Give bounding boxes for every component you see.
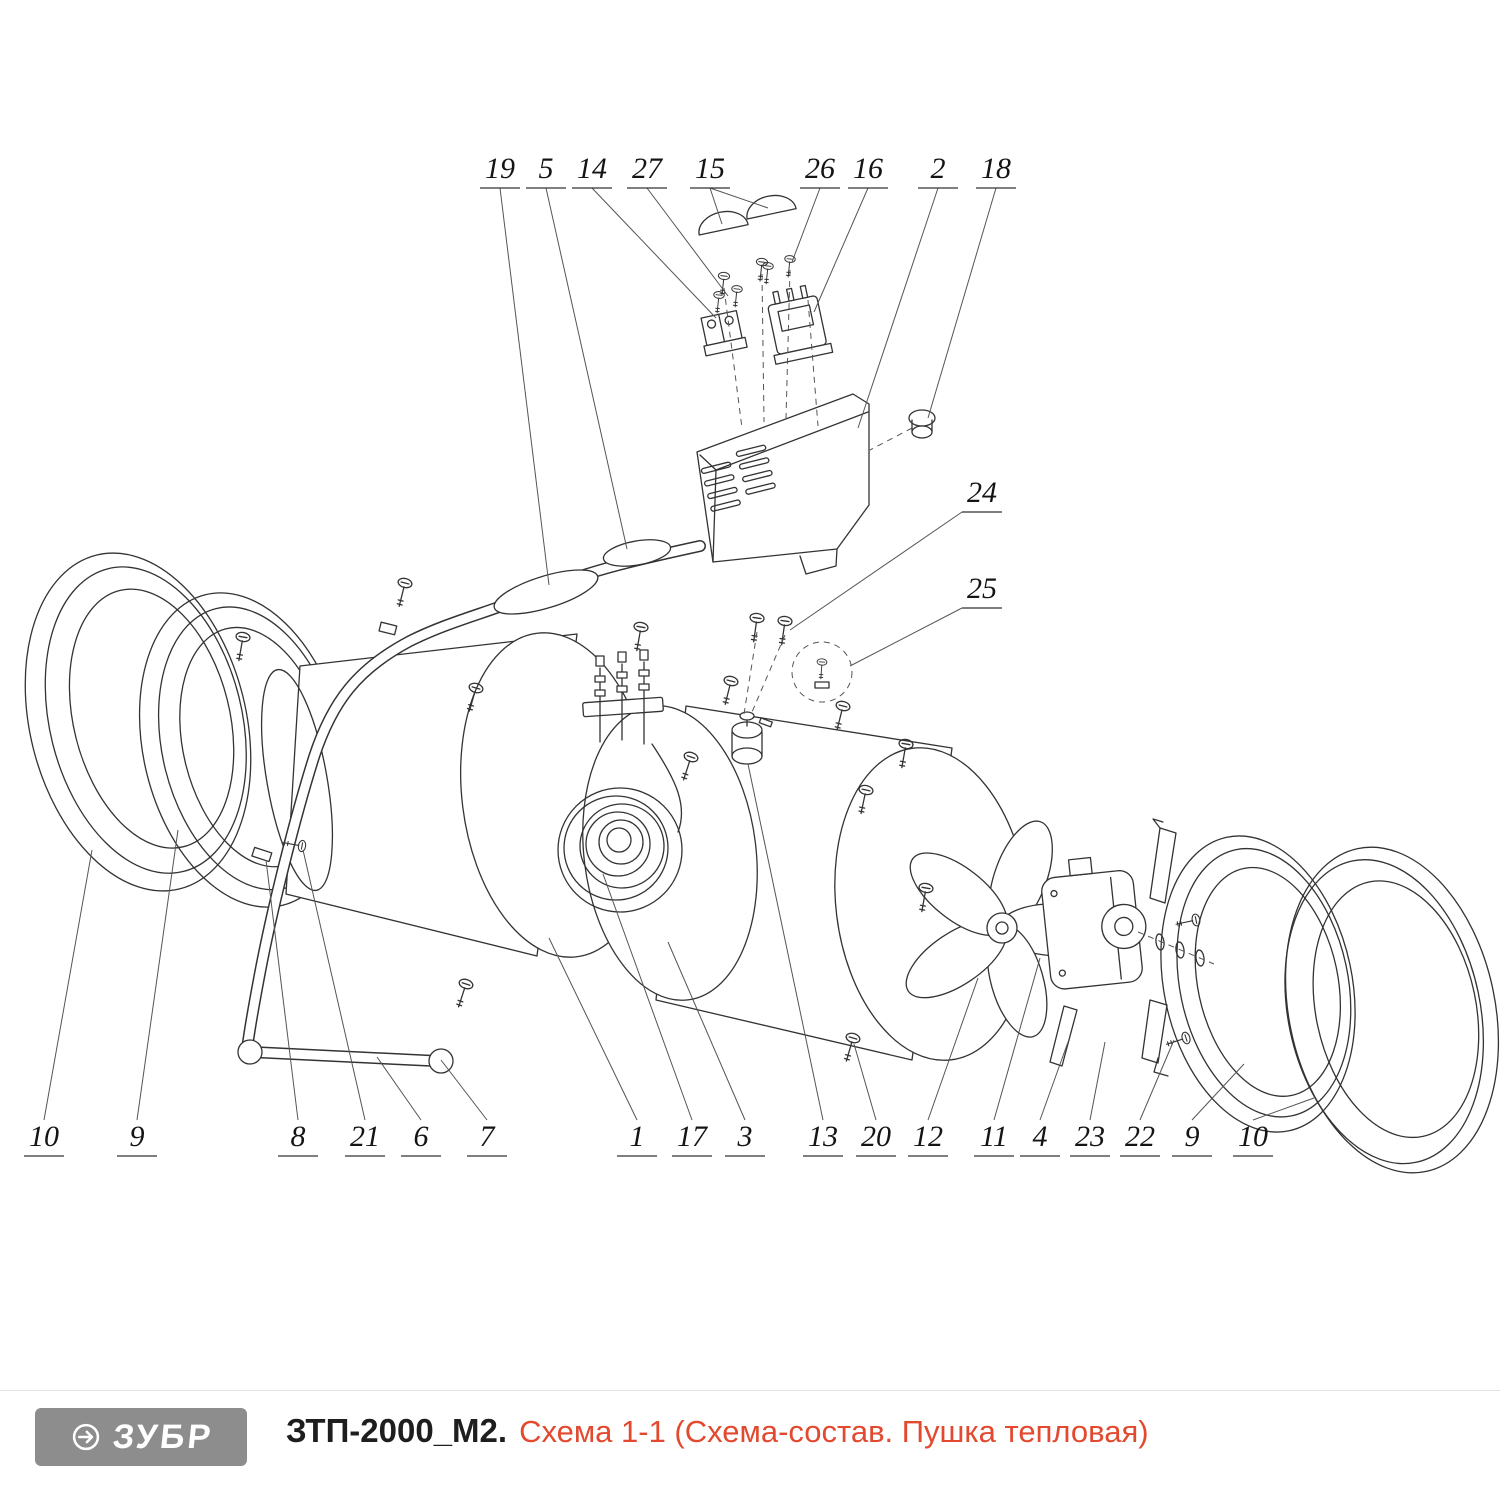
scheme-subtitle: Схема 1-1 (Схема-состав. Пушка тепловая): [519, 1414, 1149, 1449]
part-number-label: 18: [981, 152, 1011, 185]
part-number-label: 14: [577, 152, 607, 185]
part-number-label: 10: [29, 1120, 59, 1153]
footer-divider: [0, 1390, 1500, 1391]
part-number-label: 9: [1185, 1120, 1200, 1153]
zubr-logo: ЗУБР: [35, 1408, 247, 1466]
part-number-label: 17: [677, 1120, 709, 1153]
part-number-label: 3: [737, 1120, 753, 1153]
part-number-label: 8: [291, 1120, 306, 1153]
cable-bushing: [908, 409, 936, 439]
zubr-logo-text: ЗУБР: [110, 1417, 216, 1456]
part-number-label: 5: [539, 152, 554, 185]
part-number-label: 22: [1125, 1120, 1155, 1153]
part-number-label: 2: [931, 152, 946, 185]
part-number-label: 20: [861, 1120, 891, 1153]
front-ring-outer-left: [24, 552, 252, 892]
part-number-label: 11: [980, 1120, 1008, 1153]
model-title: ЗТП-2000_М2.: [286, 1412, 508, 1449]
scheme-caption: ЗТП-2000_М2. Схема 1-1 (Схема-состав. Пу…: [286, 1412, 1149, 1450]
part-number-label: 9: [130, 1120, 145, 1153]
part-number-label: 26: [805, 152, 835, 185]
assembly-dashed-lines: [723, 269, 1215, 965]
part-number-label: 10: [1238, 1120, 1268, 1153]
part-number-label: 16: [853, 152, 883, 185]
part-number-label: 13: [808, 1120, 838, 1153]
part-number-label: 15: [695, 152, 725, 185]
thermostat: [731, 711, 773, 765]
part-number-label: 19: [485, 152, 515, 185]
part-number-label: 4: [1033, 1120, 1048, 1153]
motor-brackets: [1049, 818, 1205, 1077]
part-number-label: 23: [1075, 1120, 1105, 1153]
part-number-label: 25: [967, 572, 997, 605]
handle-tube: [237, 539, 706, 1074]
part-number-label: 1: [630, 1120, 645, 1153]
rocker-switch-caps: [698, 194, 797, 236]
vent-slots: [700, 444, 776, 512]
zubr-logo-icon: [72, 1423, 100, 1451]
control-cover: [696, 393, 870, 575]
terminal-block: [700, 309, 748, 357]
part-number-label: 27: [632, 152, 664, 185]
rear-ring-outer-right: [1284, 846, 1500, 1174]
heating-element: [557, 649, 683, 913]
detail-circle: [791, 641, 853, 703]
electric-motor: [1041, 856, 1147, 990]
footer: ЗУБР ЗТП-2000_М2. Схема 1-1 (Схема-соста…: [0, 1390, 1500, 1500]
part-number-label: 21: [350, 1120, 380, 1153]
part-number-label: 12: [913, 1120, 943, 1153]
callout-layer: 19 5 14 27 15 26 16 2 18 24 25 10 9 8 21 6 7 1 17 3 13 20 12 11…: [24, 152, 1315, 1157]
rear-ring-inner-right: [1160, 835, 1356, 1133]
part-number-label: 6: [414, 1120, 429, 1153]
part-number-label: 24: [967, 476, 997, 509]
rear-body-barrel: [582, 705, 1030, 1061]
part-number-label: 7: [480, 1120, 497, 1153]
power-switch: [767, 284, 834, 365]
